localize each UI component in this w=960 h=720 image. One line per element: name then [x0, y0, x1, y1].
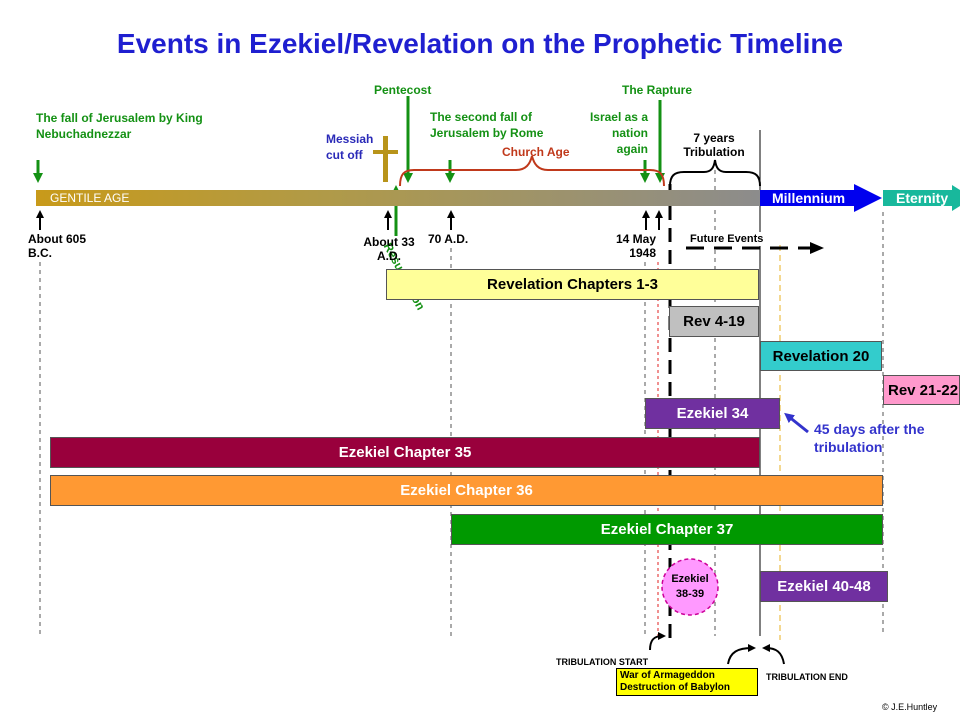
may-1948-label: 14 May 1948	[615, 232, 656, 260]
gentile-age-label: GENTILE AGE	[50, 191, 130, 205]
messiah-label: Messiah cut off	[326, 132, 374, 162]
ezekiel-40-48-bar: Ezekiel 40-48	[760, 571, 888, 602]
about-33-label: About 33 A.D.	[363, 235, 415, 263]
ezekiel-37-bar: Ezekiel Chapter 37	[451, 514, 883, 545]
ezekiel-38-39-circle	[661, 558, 719, 616]
page-title: Events in Ezekiel/Revelation on the Prop…	[116, 28, 844, 59]
ezekiel-35-bar: Ezekiel Chapter 35	[50, 437, 760, 468]
future-events-arrowhead	[810, 242, 824, 254]
days-45-arrow	[784, 412, 809, 434]
ezekiel-38-39-label: Ezekiel 38-39	[671, 573, 709, 600]
church-age-label: Church Age	[502, 145, 570, 159]
armageddon-label: War of Armageddon	[620, 670, 715, 681]
rapture-label: The Rapture	[622, 83, 693, 97]
days-45-note: 45 days after the tribulation	[814, 421, 925, 455]
gentile-age-bar	[36, 190, 760, 206]
copyright-label: © J.E.Huntley	[882, 702, 938, 712]
ad-70-label: 70 A.D.	[428, 232, 469, 246]
ezekiel-34-bar: Ezekiel 34	[645, 398, 780, 429]
church-age-brace	[399, 155, 665, 187]
revelation-20-bar: Revelation 20	[760, 341, 882, 371]
ezekiel-36-bar: Ezekiel Chapter 36	[50, 475, 883, 506]
rev-21-22-bar: Rev 21-22	[883, 375, 960, 405]
eternity-label: Eternity	[896, 190, 949, 206]
curved-arrows	[649, 632, 785, 665]
revelation-1-3-bar: Revelation Chapters 1-3	[386, 269, 759, 300]
future-events-label: Future Events	[690, 232, 764, 246]
millennium-label: Millennium	[772, 190, 846, 206]
eternity-arrow	[883, 185, 960, 211]
second-fall-label: The second fall of Jerusalem by Rome	[430, 110, 544, 140]
millennium-arrow	[760, 184, 882, 212]
armageddon-box: War of Armageddon Destruction of Babylon	[616, 668, 758, 696]
tribulation-start-label: TRIBULATION START	[556, 657, 649, 667]
about-605-label: About 605 B.C.	[28, 232, 87, 260]
rev-4-19-bar: Rev 4-19	[669, 306, 759, 337]
fall-of-jerusalem-label: The fall of Jerusalem by King Nebuchadne…	[36, 111, 203, 141]
israel-nation-label: Israel as a nation again	[589, 110, 648, 156]
black-arrows	[36, 210, 663, 230]
seven-years-label: 7 years Tribulation	[683, 131, 745, 159]
tribulation-brace	[669, 159, 761, 187]
pentecost-label: Pentecost	[374, 83, 432, 97]
cross-icon	[373, 136, 398, 182]
babylon-label: Destruction of Babylon	[620, 682, 731, 693]
tribulation-end-label: TRIBULATION END	[766, 672, 848, 682]
